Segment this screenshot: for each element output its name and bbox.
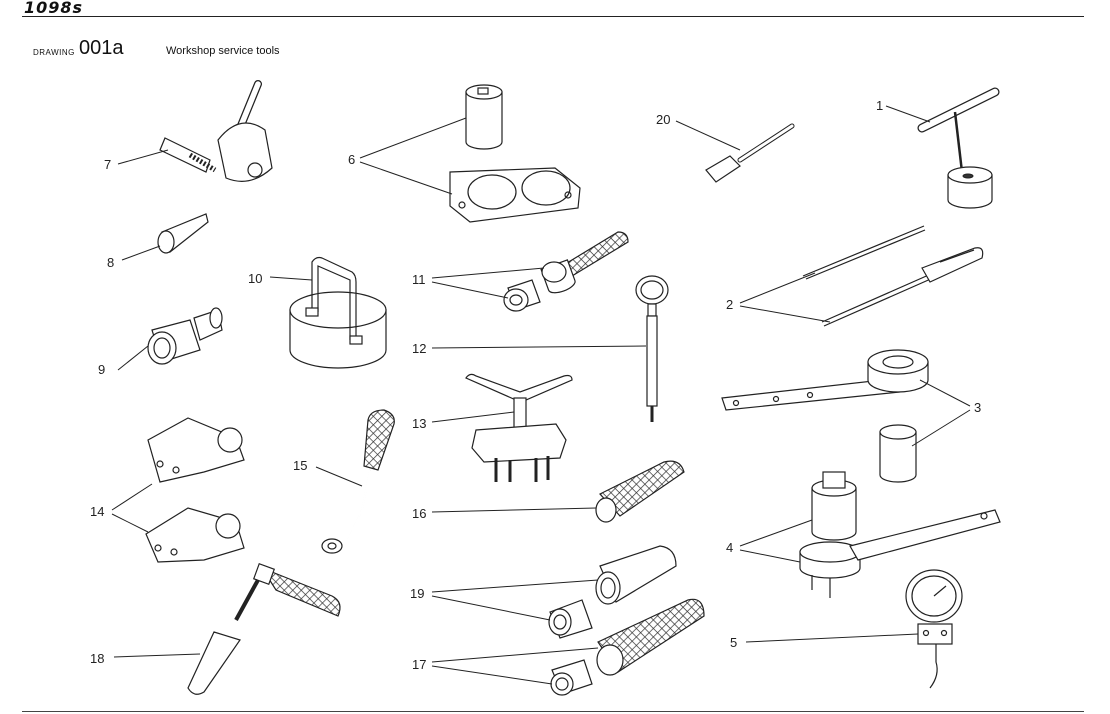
callout-13: 13 — [412, 416, 426, 431]
tool-18 — [187, 562, 341, 695]
tool-4 — [799, 471, 1001, 598]
callout-20: 20 — [656, 112, 670, 127]
callout-2: 2 — [726, 297, 733, 312]
drawing-title: Workshop service tools — [166, 45, 280, 57]
callout-18: 18 — [90, 651, 104, 666]
callout-16: 16 — [412, 506, 426, 521]
tool-2 — [802, 225, 984, 327]
footer-rule — [22, 711, 1084, 712]
callout-15: 15 — [293, 458, 307, 473]
tool-8 — [157, 213, 209, 254]
callout-19: 19 — [410, 586, 424, 601]
callout-1: 1 — [876, 98, 883, 113]
drawing-number: 001a — [79, 37, 124, 59]
callout-10: 10 — [248, 271, 262, 286]
brand-logo: 1098s — [24, 0, 84, 17]
drawing-label: DRAWING — [33, 48, 75, 57]
tool-12 — [635, 275, 669, 422]
tool-13 — [465, 373, 573, 482]
callout-5: 5 — [730, 635, 737, 650]
tool-7 — [159, 80, 273, 182]
leader-lines — [111, 105, 971, 685]
callout-12: 12 — [412, 341, 426, 356]
callout-7: 7 — [104, 157, 111, 172]
callout-6: 6 — [348, 152, 355, 167]
tool-19 — [548, 545, 677, 639]
callout-8: 8 — [107, 255, 114, 270]
tool-3 — [721, 349, 929, 483]
tool-14 — [145, 417, 245, 563]
callout-9: 9 — [98, 362, 105, 377]
tool-5 — [905, 569, 963, 689]
callout-17: 17 — [412, 657, 426, 672]
callout-4: 4 — [726, 540, 733, 555]
tool-11 — [503, 231, 629, 312]
tool-9 — [147, 307, 223, 365]
callout-14: 14 — [90, 504, 104, 519]
tool-6 — [449, 84, 581, 223]
header-rule — [22, 16, 1084, 17]
tool-10 — [289, 256, 387, 369]
tool-1 — [917, 87, 1000, 209]
tool-20 — [705, 123, 795, 183]
tool-16 — [595, 460, 685, 523]
callout-11: 11 — [412, 272, 426, 287]
callouts: 1 2 3 4 5 6 7 8 9 10 11 12 13 14 15 16 1… — [90, 98, 981, 672]
tool-17 — [550, 598, 705, 696]
callout-3: 3 — [974, 400, 981, 415]
tool-15 — [321, 409, 395, 554]
